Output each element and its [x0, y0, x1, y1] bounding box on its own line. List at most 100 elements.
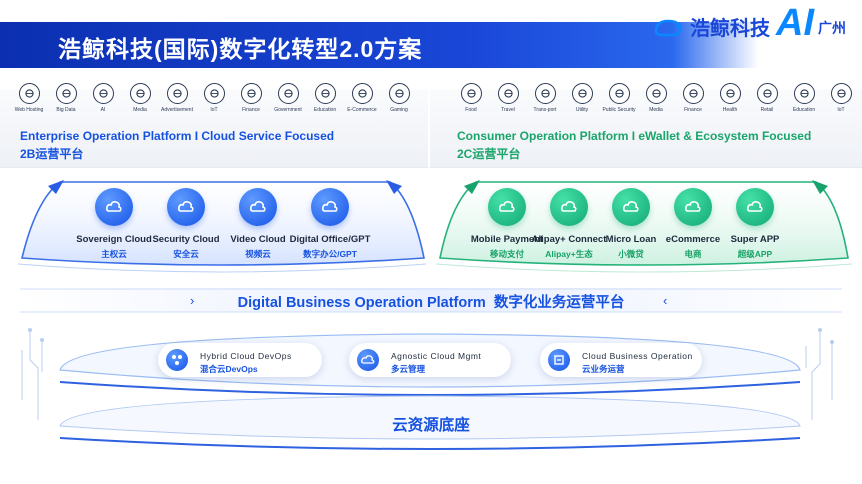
cloud-ops-icon: [548, 349, 570, 371]
service-cn: 视频云: [245, 249, 271, 259]
sovereign-cloud-icon: [95, 188, 133, 226]
industry-item: AI: [88, 83, 118, 113]
service-cn: 超级APP: [737, 249, 773, 259]
transport-icon: [534, 83, 556, 104]
brand-logo: 浩鲸科技: [654, 12, 770, 41]
industry-item: Web Hosting: [14, 83, 44, 113]
ai-mark: AI: [776, 2, 814, 44]
digital-platform-cn: 数字化业务运营平台: [493, 295, 625, 311]
travel-icon: [497, 83, 519, 104]
industry-item: Public Security: [602, 83, 636, 113]
industry-label: Food: [465, 107, 477, 113]
industry-label: IoT: [837, 107, 845, 113]
service-item: Security Cloud 安全云: [150, 188, 222, 260]
chevron-left-icon: ‹: [663, 293, 668, 308]
industry-label: Education: [313, 107, 337, 113]
devops-cn: 多云管理: [391, 364, 426, 374]
service-cn: 小微贷: [618, 249, 644, 259]
enterprise-panel: Web Hosting Big Data AI Media Advertisement I…: [0, 83, 428, 168]
city-label: 广州: [818, 20, 846, 36]
industry-item: IoT: [826, 83, 856, 113]
globe-icon: [18, 83, 40, 104]
connect-icon: [550, 188, 588, 226]
ecommerce-icon: [351, 83, 373, 104]
education-icon: [793, 83, 815, 104]
service-item: Super APP 超级APP: [724, 188, 786, 260]
service-name: Mobile Payment: [470, 234, 544, 245]
loan-icon: [612, 188, 650, 226]
industry-item: Media: [125, 83, 155, 113]
cart-icon: [756, 83, 778, 104]
industry-label: Government: [274, 107, 302, 113]
digital-platform-en: Digital Business Operation Platform: [237, 295, 486, 311]
play-icon: [645, 83, 667, 104]
shopping-bag-icon: [674, 188, 712, 226]
ai-icon: [92, 83, 114, 104]
ad-icon: [166, 83, 188, 104]
chevron-right-icon: ›: [190, 293, 195, 308]
service-name: eCommerce: [665, 234, 721, 245]
service-cn: 数字办公/GPT: [303, 249, 357, 259]
brand-name: 浩鲸科技: [690, 18, 770, 40]
industry-label: IoT: [210, 107, 218, 113]
devops-en: Hybrid Cloud DevOps: [200, 351, 292, 361]
industry-label: AI: [100, 107, 106, 113]
service-cn: 电商: [684, 249, 702, 259]
enterprise-services: Sovereign Cloud 主权云 Security Cloud 安全云 Video…: [76, 188, 370, 260]
service-name: Digital Office/GPT: [289, 234, 371, 245]
consumer-platform-subtitle: 2C运营平台: [457, 147, 521, 161]
office-cloud-icon: [311, 188, 349, 226]
service-name: Security Cloud: [152, 234, 220, 245]
industry-item: Education: [789, 83, 819, 113]
apps-icon: [736, 188, 774, 226]
industry-label: Media: [133, 107, 147, 113]
play-icon: [129, 83, 151, 104]
service-item: Digital Office/GPT 数字办公/GPT: [290, 188, 370, 260]
yen-icon: [682, 83, 704, 104]
gamepad-icon: [388, 83, 410, 104]
enterprise-industry-row: Web Hosting Big Data AI Media Advertisement I…: [14, 83, 414, 113]
industry-label: Finance: [684, 107, 702, 113]
industry-item: Gaming: [384, 83, 414, 113]
industry-item: Media: [641, 83, 671, 113]
service-name: Alipay+ Connect: [531, 234, 607, 245]
industry-label: Web Hosting: [14, 107, 44, 113]
industry-label: Health: [722, 107, 738, 113]
public-security-icon: [608, 83, 630, 104]
service-cn: Alipay+生态: [545, 249, 593, 259]
industry-label: Finance: [242, 107, 260, 113]
devops-pill-business: Cloud Business Operation 云业务运营: [540, 343, 702, 377]
industry-label: Trans-port: [533, 107, 557, 113]
service-name: Sovereign Cloud: [76, 234, 152, 245]
digital-platform: Digital Business Operation Platform 数字化业…: [0, 291, 862, 312]
service-cn: 安全云: [173, 249, 199, 259]
industry-label: Travel: [501, 107, 515, 113]
industry-label: Gaming: [390, 107, 408, 113]
header-bar: 浩鲸科技(国际)数字化转型2.0方案: [0, 22, 862, 68]
utility-icon: [571, 83, 593, 104]
industry-label: Big Data: [56, 107, 76, 113]
page-title: 浩鲸科技(国际)数字化转型2.0方案: [58, 36, 423, 62]
industry-item: Retail: [752, 83, 782, 113]
enterprise-platform-subtitle: 2B运营平台: [20, 147, 84, 161]
devops-en: Agnostic Cloud Mgmt: [391, 351, 482, 361]
service-item: Sovereign Cloud 主权云: [76, 188, 152, 260]
security-cloud-icon: [167, 188, 205, 226]
service-name: Super APP: [730, 234, 780, 245]
industry-item: IoT: [199, 83, 229, 113]
industry-label: Advertisement: [161, 107, 193, 113]
service-name: Micro Loan: [605, 234, 657, 245]
video-cloud-icon: [239, 188, 277, 226]
service-cn: 主权云: [101, 249, 127, 259]
industry-label: Retail: [760, 107, 774, 113]
government-icon: [277, 83, 299, 104]
whale-logo-icon: [654, 19, 683, 36]
industry-item: Travel: [493, 83, 523, 113]
mobile-payment-icon: [488, 188, 526, 226]
